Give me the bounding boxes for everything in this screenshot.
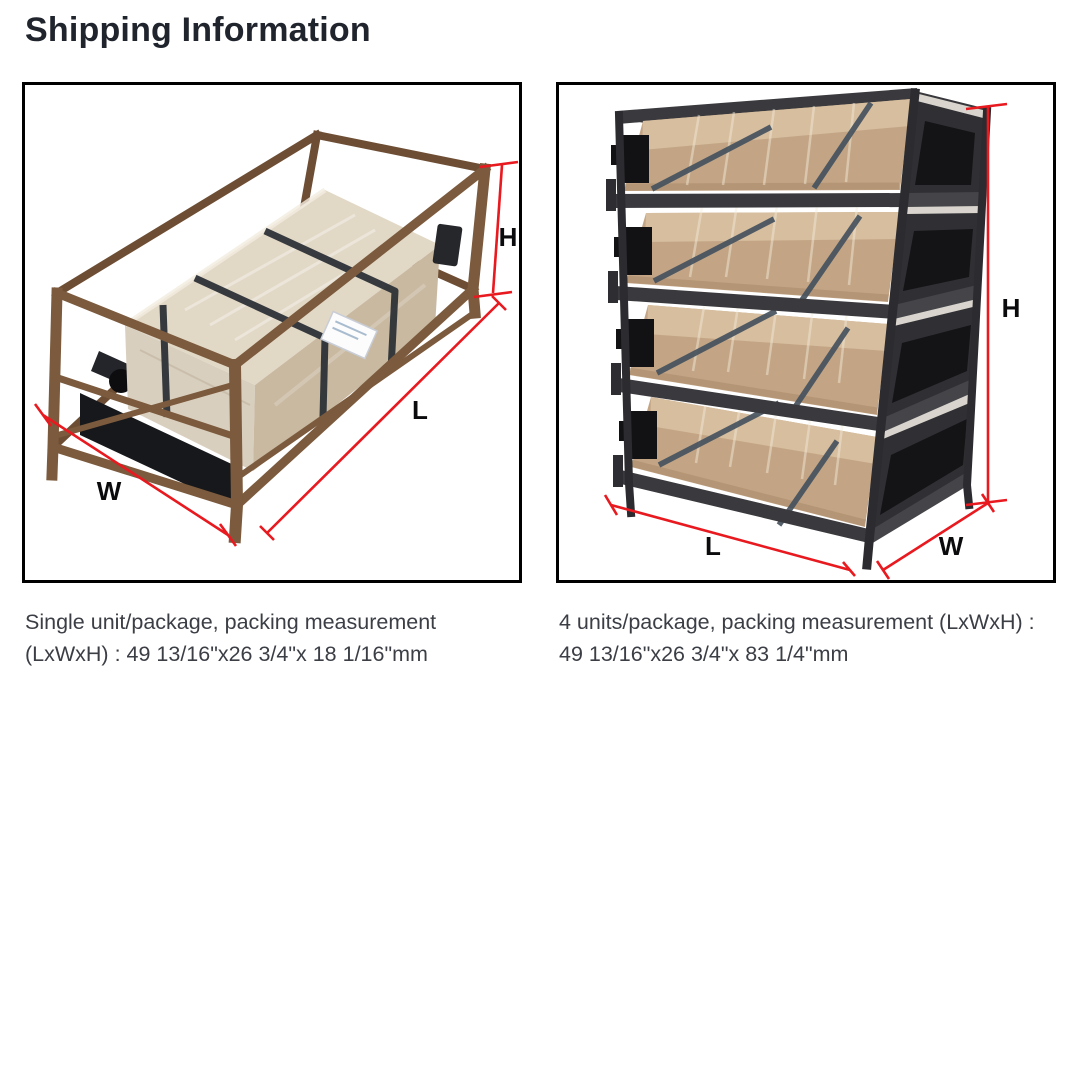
four-units-illustration: L W H xyxy=(603,88,1021,580)
dim-label-w: W xyxy=(97,476,122,506)
stack-posts xyxy=(614,88,992,570)
dim-label-l: L xyxy=(412,395,428,425)
page-title: Shipping Information xyxy=(25,11,371,49)
stack-bundles xyxy=(624,99,911,527)
shipping-label xyxy=(319,310,379,360)
figure-caption: 4 units/package, packing measurement (Lx… xyxy=(559,610,1035,666)
single-unit-photo: W L H xyxy=(22,82,522,583)
dim-label-h: H xyxy=(499,222,518,252)
dim-label-l: L xyxy=(705,531,721,561)
stack-rails xyxy=(606,179,982,544)
four-units-photo: L W H xyxy=(556,82,1056,583)
dim-label-h: H xyxy=(1002,293,1021,323)
stack-right-face xyxy=(869,93,987,543)
dim-label-w: W xyxy=(939,531,964,561)
figure-single-unit: W L H Single unit/package, packing measu… xyxy=(22,82,522,670)
bundle-straps xyxy=(650,101,874,527)
dimension-lines xyxy=(33,160,519,547)
crate-frame-near xyxy=(46,162,492,544)
shipping-figures-row: W L H Single unit/package, packing measu… xyxy=(22,82,1080,670)
figure-caption: Single unit/package, packing measurement… xyxy=(25,610,437,666)
figure-four-units: L W H 4 units/package, packing measureme… xyxy=(556,82,1056,670)
wrapped-package xyxy=(123,187,440,471)
single-unit-illustration: W L H xyxy=(33,129,519,547)
motor-box xyxy=(432,223,463,267)
dimension-lines xyxy=(603,102,1008,580)
